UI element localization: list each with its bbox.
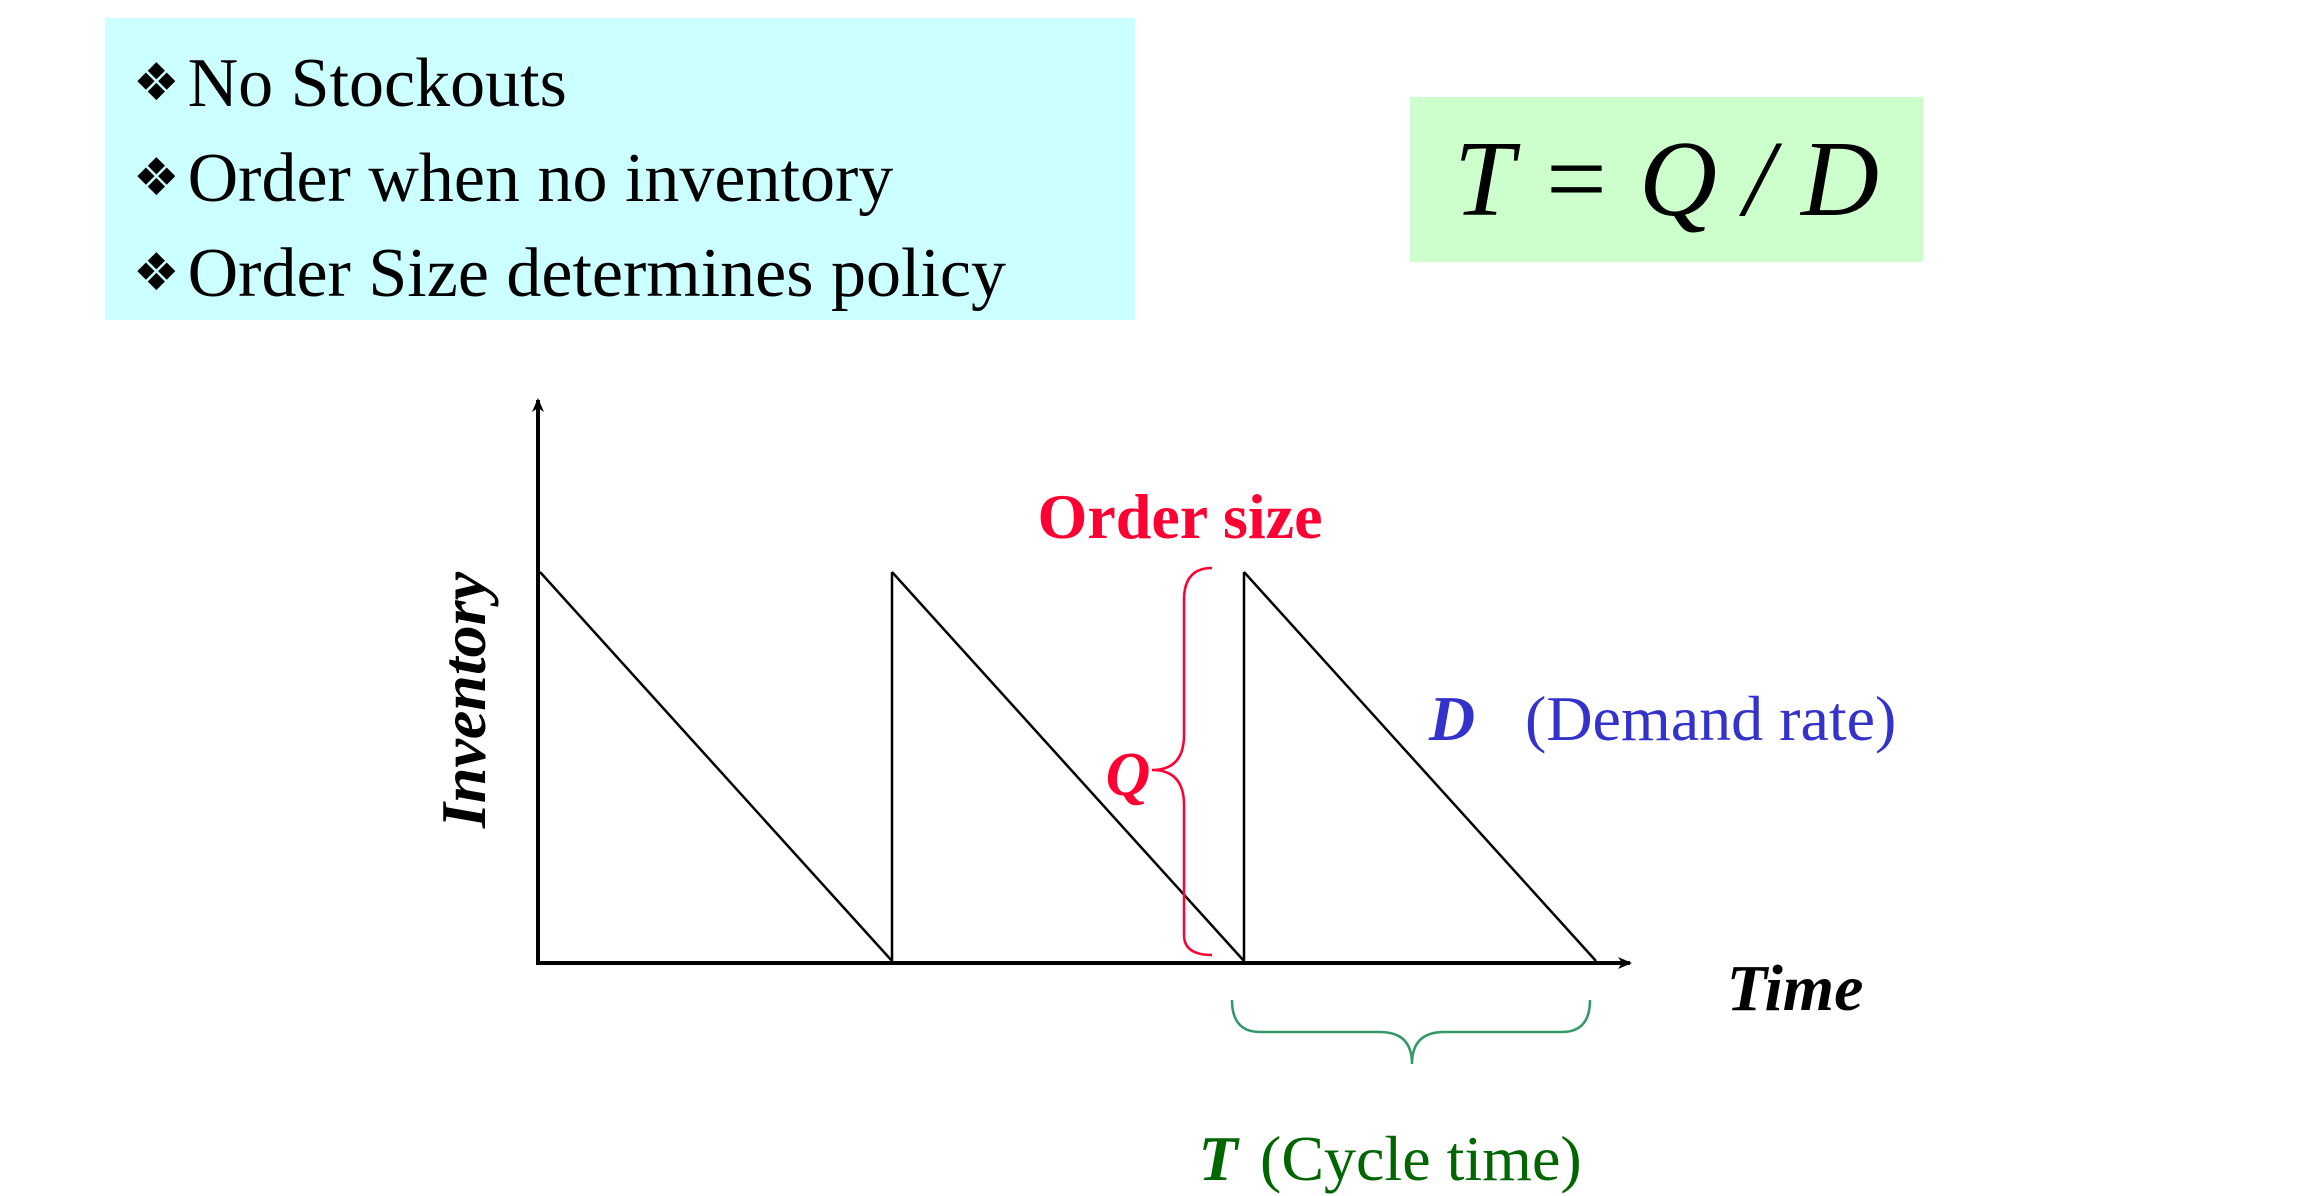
depletion-segment — [891, 571, 1245, 962]
cycle-text: (Cycle time) — [1260, 1123, 1582, 1194]
demand-text: (Demand rate) — [1525, 683, 1896, 754]
cycle-time-brace — [1230, 999, 1592, 1065]
sawtooth-curve — [539, 571, 1597, 962]
depletion-segment — [539, 571, 893, 962]
bullet-text: Order when no inventory — [187, 140, 894, 217]
bullet-order-size-policy: ❖Order Size determines policy — [133, 226, 1135, 321]
bullet-no-stockouts: ❖No Stockouts — [133, 36, 1135, 131]
assumptions-box: ❖No Stockouts ❖Order when no inventory ❖… — [105, 18, 1135, 320]
depletion-segment — [1243, 571, 1597, 962]
cycle-symbol: T — [1198, 1123, 1240, 1194]
order-size-brace — [1151, 566, 1213, 957]
bullet-text: No Stockouts — [187, 45, 567, 122]
demand-symbol: D — [1428, 683, 1475, 754]
y-axis-label: Inventory — [428, 571, 499, 829]
diamond-bullet-icon: ❖ — [133, 148, 180, 208]
diamond-bullet-icon: ❖ — [133, 243, 180, 303]
bullet-order-when-empty: ❖Order when no inventory — [133, 131, 1135, 226]
diamond-bullet-icon: ❖ — [133, 53, 180, 113]
formula-box: T = Q / D — [1410, 97, 1923, 262]
x-axis-label: Time — [1727, 952, 1864, 1025]
q-label: Q — [1106, 741, 1151, 809]
cycle-time-formula: T = Q / D — [1454, 119, 1879, 239]
bullet-text: Order Size determines policy — [187, 235, 1006, 312]
order-size-label: Order size — [1038, 481, 1323, 552]
